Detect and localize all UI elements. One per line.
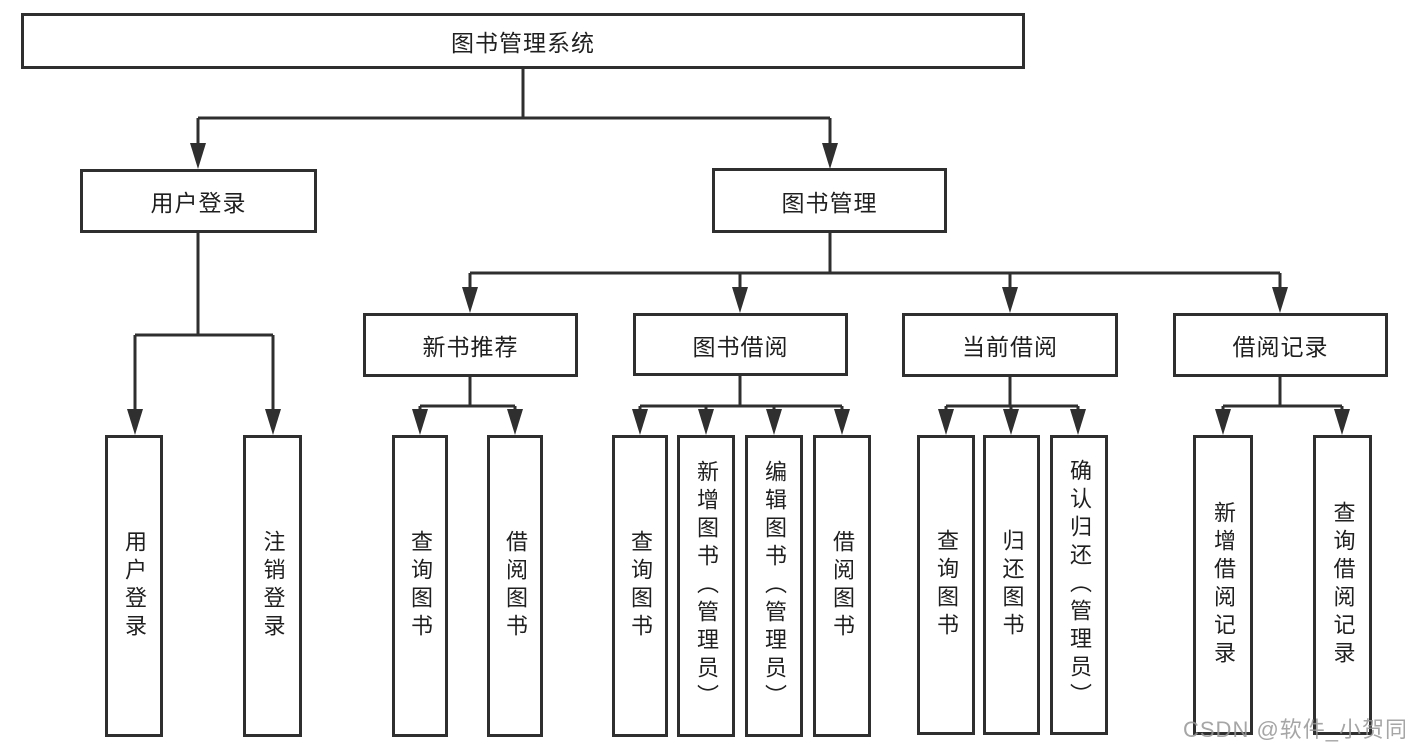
csdn-watermark: CSDN @软件_小贺同学 bbox=[1183, 717, 1405, 742]
leaf-confirm-return-admin-label: 确认归还（管理员） bbox=[1067, 459, 1092, 711]
leaf-edit-books-admin-label: 编辑图书（管理员） bbox=[762, 460, 787, 712]
leaf-return-books-label: 归还图书 bbox=[999, 529, 1025, 641]
node-book-borrowing: 图书借阅 bbox=[633, 313, 848, 376]
node-new-book-recommend: 新书推荐 bbox=[363, 313, 578, 377]
node-book-management: 图书管理 bbox=[712, 168, 947, 233]
node-user-login-label: 用户登录 bbox=[150, 190, 247, 216]
leaf-confirm-return-admin: 确认归还（管理员） bbox=[1050, 435, 1108, 735]
leaf-add-borrow-record-label: 新增借阅记录 bbox=[1211, 501, 1236, 669]
node-borrowing-records: 借阅记录 bbox=[1173, 313, 1388, 377]
node-borrowing-records-label: 借阅记录 bbox=[1232, 334, 1329, 360]
leaf-edit-books-admin: 编辑图书（管理员） bbox=[745, 435, 803, 737]
leaf-borrow-books-borrow: 借阅图书 bbox=[813, 435, 871, 737]
leaf-query-borrow-record: 查询借阅记录 bbox=[1313, 435, 1372, 735]
node-book-borrowing-label: 图书借阅 bbox=[692, 333, 789, 360]
leaf-query-books-borrow: 查询图书 bbox=[612, 435, 668, 737]
leaf-query-books-current: 查询图书 bbox=[917, 435, 975, 735]
leaf-user-login-label: 用户登录 bbox=[122, 530, 147, 642]
node-root: 图书管理系统 bbox=[21, 13, 1025, 69]
leaf-add-borrow-record: 新增借阅记录 bbox=[1193, 435, 1253, 735]
node-current-borrowing-label: 当前借阅 bbox=[962, 334, 1058, 360]
arrowheads bbox=[127, 143, 1350, 435]
leaf-logout-label: 注销登录 bbox=[260, 530, 286, 642]
node-current-borrowing: 当前借阅 bbox=[902, 313, 1118, 377]
leaf-query-books-current-label: 查询图书 bbox=[934, 529, 959, 641]
node-user-login: 用户登录 bbox=[80, 169, 317, 233]
leaf-add-books-admin-label: 新增图书（管理员） bbox=[694, 460, 719, 712]
leaf-query-borrow-record-label: 查询借阅记录 bbox=[1330, 501, 1356, 669]
node-new-book-recommend-label: 新书推荐 bbox=[422, 334, 519, 360]
leaf-logout: 注销登录 bbox=[243, 435, 302, 737]
leaf-user-login: 用户登录 bbox=[105, 435, 163, 737]
leaf-query-books-newbook-label: 查询图书 bbox=[408, 530, 433, 642]
leaf-query-books-borrow-label: 查询图书 bbox=[628, 530, 653, 642]
node-root-label: 图书管理系统 bbox=[451, 30, 595, 56]
leaf-borrow-books-newbook-label: 借阅图书 bbox=[503, 530, 528, 642]
leaf-query-books-newbook: 查询图书 bbox=[392, 435, 448, 737]
node-book-management-label: 图书管理 bbox=[781, 189, 878, 216]
leaf-return-books: 归还图书 bbox=[983, 435, 1040, 735]
leaf-add-books-admin: 新增图书（管理员） bbox=[677, 435, 735, 737]
leaf-borrow-books-borrow-label: 借阅图书 bbox=[830, 530, 855, 642]
leaf-borrow-books-newbook: 借阅图书 bbox=[487, 435, 543, 737]
